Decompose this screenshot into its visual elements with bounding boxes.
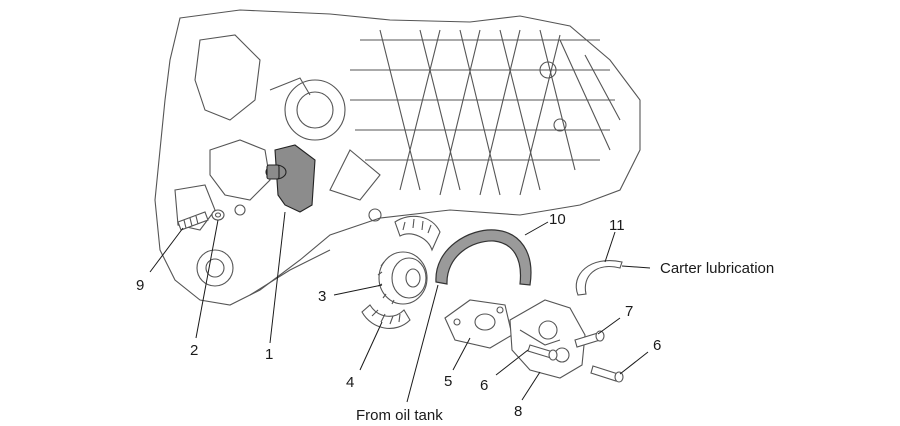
chain-part-4 — [361, 215, 441, 329]
callout-6a: 6 — [480, 377, 488, 394]
note-from-oil-tank: From oil tank — [356, 407, 443, 424]
washer-part-2 — [211, 209, 225, 221]
callout-1: 1 — [265, 346, 273, 363]
callout-5: 5 — [444, 373, 452, 390]
screw-part-7 — [574, 330, 605, 348]
oil-pump-part-8 — [509, 299, 586, 379]
gasket-part-5 — [444, 299, 513, 349]
leader-lines — [149, 211, 651, 403]
callout-7: 7 — [625, 303, 633, 320]
callout-8: 8 — [514, 403, 522, 420]
callout-6b: 6 — [653, 337, 661, 354]
callout-11: 11 — [609, 217, 625, 234]
callout-2: 2 — [190, 342, 198, 359]
callout-labels: 1 2 3 4 5 6 6 7 8 9 10 11 — [136, 211, 661, 420]
hose-part-10 — [435, 229, 532, 286]
crankcase-illustration — [154, 9, 641, 306]
sprocket-part-3 — [377, 251, 428, 305]
callout-9: 9 — [136, 277, 144, 294]
screw-part-6-upper — [527, 344, 558, 361]
note-carter-lubrication: Carter lubrication — [660, 260, 774, 277]
callout-10: 10 — [549, 211, 566, 228]
callout-3: 3 — [318, 288, 326, 305]
screw-part-6-lower — [590, 365, 624, 383]
pump-cover-part-1 — [265, 144, 316, 213]
hose-part-11 — [575, 260, 623, 296]
screw-part-9 — [177, 211, 209, 231]
callout-4: 4 — [346, 374, 354, 391]
